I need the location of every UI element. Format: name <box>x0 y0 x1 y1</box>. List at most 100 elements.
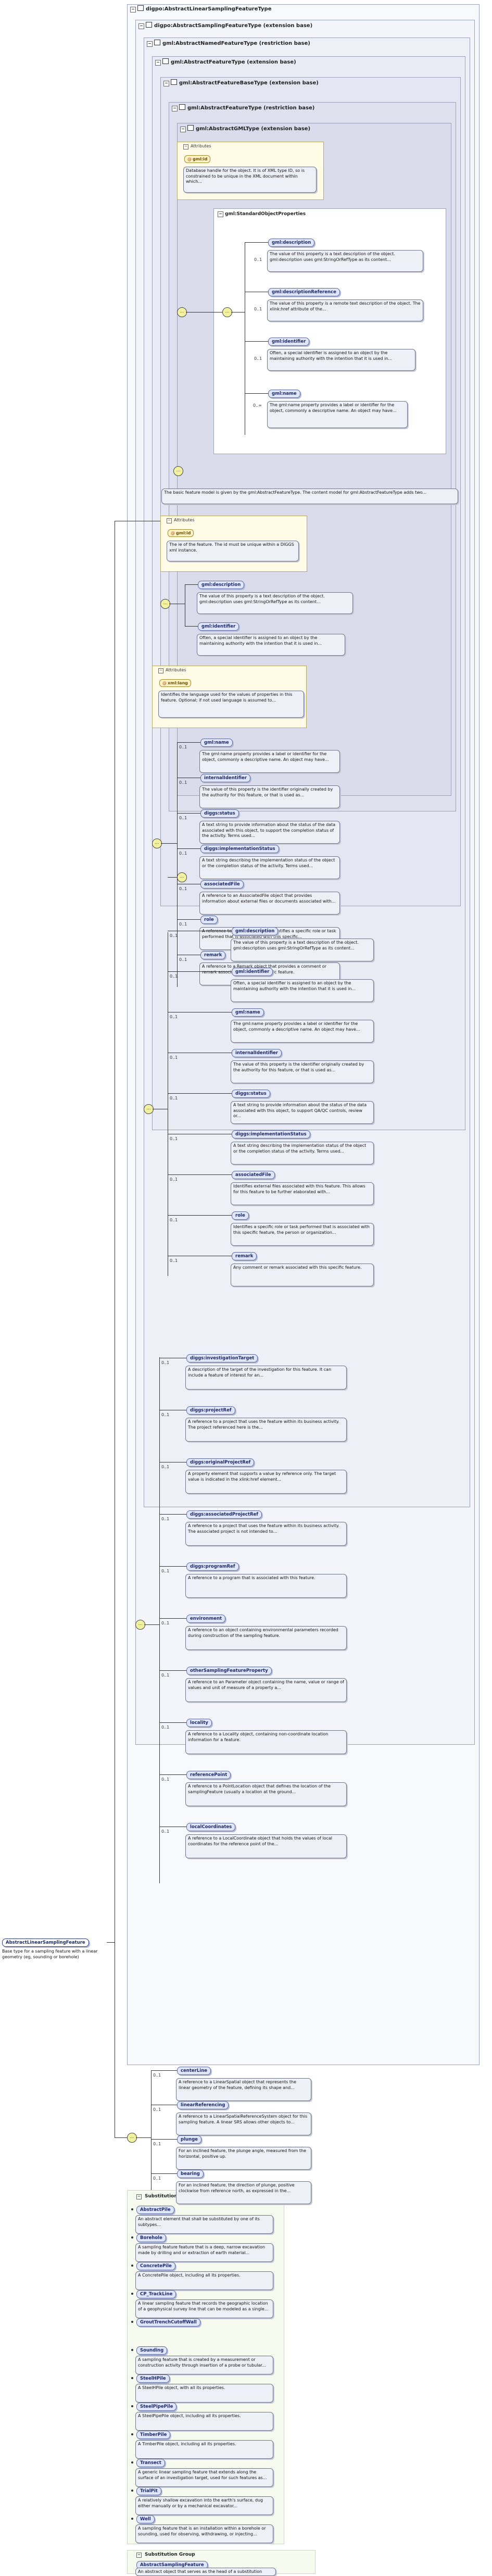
expand-icon[interactable]: − <box>167 518 172 523</box>
expand-icon[interactable]: − <box>218 211 223 217</box>
cardinality: 0..1 <box>170 1136 178 1141</box>
std-item-identifier[interactable]: gml:identifier <box>268 337 310 346</box>
named-item-remark[interactable]: remark <box>200 951 226 959</box>
named-item-internalidentifier-doc: The value of this property is the identi… <box>199 785 340 808</box>
named-item-diggs-implementationstatus[interactable]: diggs:implementationStatus <box>200 845 279 853</box>
cardinality: 0..1 <box>161 1829 170 1834</box>
subst-trialpit[interactable]: TrialPit <box>136 2487 161 2495</box>
subst-transect[interactable]: Transect <box>136 2459 165 2467</box>
std-item-name[interactable]: gml:name <box>268 390 300 398</box>
attributes-header: −Attributes <box>167 518 195 523</box>
cardinality: 0..1 <box>170 974 178 979</box>
expand-icon[interactable]: − <box>163 81 169 86</box>
std-props-header: −gml:StandardObjectProperties <box>218 211 306 217</box>
attr-gml-id-feature-doc: The ie of the feature. The id must be un… <box>167 541 299 561</box>
expand-icon[interactable]: − <box>130 7 136 12</box>
samp-item-referencepoint[interactable]: referencePoint <box>186 1771 231 1779</box>
samp-item-localcoordinates[interactable]: localCoordinates <box>186 1823 236 1831</box>
cardinality: 0..1 <box>161 1412 170 1417</box>
connector-line <box>177 813 200 814</box>
samp-item-locality[interactable]: locality <box>186 1719 212 1727</box>
attributes-header: −Attributes <box>183 144 211 149</box>
root-element[interactable]: AbstractLinearSamplingFeature <box>2 1939 89 1947</box>
connector-line <box>177 742 200 743</box>
expand-icon[interactable]: − <box>158 668 163 673</box>
lin-item-centerline[interactable]: centerLine <box>177 2067 211 2075</box>
subst-cp-trackline[interactable]: CP_TrackLine <box>136 2290 176 2298</box>
expand-icon[interactable]: − <box>138 23 144 29</box>
ext-item-remark[interactable]: remark <box>232 1252 257 1260</box>
ext-item-gml-identifier[interactable]: gml:identifier <box>232 968 273 976</box>
subst-well[interactable]: Well <box>136 2515 155 2523</box>
subst-timberpile[interactable]: TimberPile <box>136 2431 171 2439</box>
cardinality: 0..1 <box>153 2142 161 2146</box>
samp-item-diggs-programref[interactable]: diggs:programRef <box>186 1562 239 1571</box>
ext-item-role[interactable]: role <box>232 1211 249 1220</box>
ext-item-diggs-implementationstatus[interactable]: diggs:implementationStatus <box>232 1130 310 1139</box>
connector-line <box>168 1215 232 1216</box>
ext-item-associatedfile[interactable]: associatedFile <box>232 1171 275 1179</box>
lin-item-linearreferencing[interactable]: linearReferencing <box>177 2101 229 2109</box>
attr-gml-id[interactable]: @gml:id <box>184 155 211 163</box>
std-item-description[interactable]: gml:description <box>268 239 315 247</box>
subst-sounding[interactable]: Sounding <box>136 2346 168 2355</box>
subst-sounding-doc: A sampling feature that is created by a … <box>135 2356 273 2374</box>
samp-item-localcoordinates-doc: A reference to a LocalCoordinate object … <box>185 1834 347 1858</box>
samp-item-othersamplingfeatureproperty[interactable]: otherSamplingFeatureProperty <box>186 1667 272 1675</box>
samp-item-diggs-associatedprojectref[interactable]: diggs:associatedProjectRef <box>186 1510 262 1519</box>
cardinality: 0..1 <box>153 2073 161 2078</box>
bullet <box>131 2433 133 2435</box>
cardinality: 0..1 <box>161 1517 170 1521</box>
named-item-diggs-status[interactable]: diggs:status <box>200 809 239 818</box>
std-item-name-doc: The gml:name property provides a label o… <box>267 401 408 428</box>
attr-xml-lang[interactable]: @xml:lang <box>159 679 191 687</box>
lin-item-bearing[interactable]: bearing <box>177 2170 204 2178</box>
subst-steelhpile-doc: A SteelHPile object, with all its proper… <box>135 2384 273 2403</box>
connector-line <box>168 1093 232 1094</box>
cardinality: 0..1 <box>254 307 262 311</box>
samp-item-diggs-investigationtarget[interactable]: diggs:investigationTarget <box>186 1354 258 1362</box>
cardinality: 0..1 <box>161 1621 170 1625</box>
samp-item-environment[interactable]: environment <box>186 1615 226 1623</box>
cardinality: 0..1 <box>161 1569 170 1573</box>
subst-steelpipepile[interactable]: SteelPipePile <box>136 2403 177 2411</box>
expand-icon[interactable]: − <box>136 2553 142 2558</box>
expand-icon[interactable]: − <box>172 106 178 111</box>
connector-line <box>159 1774 186 1775</box>
expand-icon[interactable]: − <box>180 127 186 132</box>
subst-abstractpile[interactable]: AbstractPile <box>136 2206 174 2214</box>
type-icon <box>154 40 160 45</box>
lin-item-plunge[interactable]: plunge <box>177 2135 201 2144</box>
subst-steelpipepile-doc: A SteelPipePile object, including all it… <box>135 2412 273 2431</box>
cardinality: 0..1 <box>179 886 187 891</box>
attr-gml-id-feature[interactable]: @gml:id <box>168 529 194 537</box>
attribute-icon: @ <box>187 157 192 161</box>
named-item-associatedfile[interactable]: associatedFile <box>200 880 244 889</box>
expand-icon[interactable]: − <box>136 2194 142 2199</box>
named-item-role[interactable]: role <box>200 916 218 924</box>
subst-cp-trackline-doc: A linear sampling feature that records t… <box>135 2299 273 2318</box>
std-item-description-reference[interactable]: gml:descriptionReference <box>268 288 340 296</box>
subst-grouttrenchcutoffwall[interactable]: GroutTrenchCutoffWall <box>136 2318 200 2327</box>
named-item-internalidentifier[interactable]: internalIdentifier <box>200 774 250 782</box>
expand-icon[interactable]: − <box>147 41 153 47</box>
ext-item-internalidentifier-doc: The value of this property is the identi… <box>231 1060 374 1083</box>
ext-item-diggs-status[interactable]: diggs:status <box>232 1090 270 1098</box>
ext-item-gml-name[interactable]: gml:name <box>232 1008 264 1017</box>
ext-header-4: −gml:AbstractFeatureType (restriction ba… <box>172 104 314 111</box>
feat-item-identifier[interactable]: gml:identifier <box>198 622 239 631</box>
subst-steelhpile[interactable]: SteelHPile <box>136 2374 170 2383</box>
attributes-header: −Attributes <box>158 668 186 673</box>
ext-item-gml-description[interactable]: gml:description <box>232 927 279 935</box>
ext-item-gml-description-doc: The value of this property is a text des… <box>231 939 374 961</box>
expand-icon[interactable]: − <box>183 144 188 149</box>
samp-item-diggs-originalprojectref[interactable]: diggs:originalProjectRef <box>186 1458 255 1467</box>
expand-icon[interactable]: − <box>155 60 161 66</box>
connector-line <box>151 2139 177 2140</box>
subst-concretepile[interactable]: ConcretePile <box>136 2262 175 2270</box>
feat-item-description[interactable]: gml:description <box>198 581 245 589</box>
named-item-gml-name[interactable]: gml:name <box>200 739 233 747</box>
samp-item-diggs-projectref[interactable]: diggs:projectRef <box>186 1406 235 1415</box>
subst-borehole[interactable]: Borehole <box>136 2234 166 2242</box>
ext-item-internalidentifier[interactable]: internalIdentifier <box>232 1049 282 1057</box>
